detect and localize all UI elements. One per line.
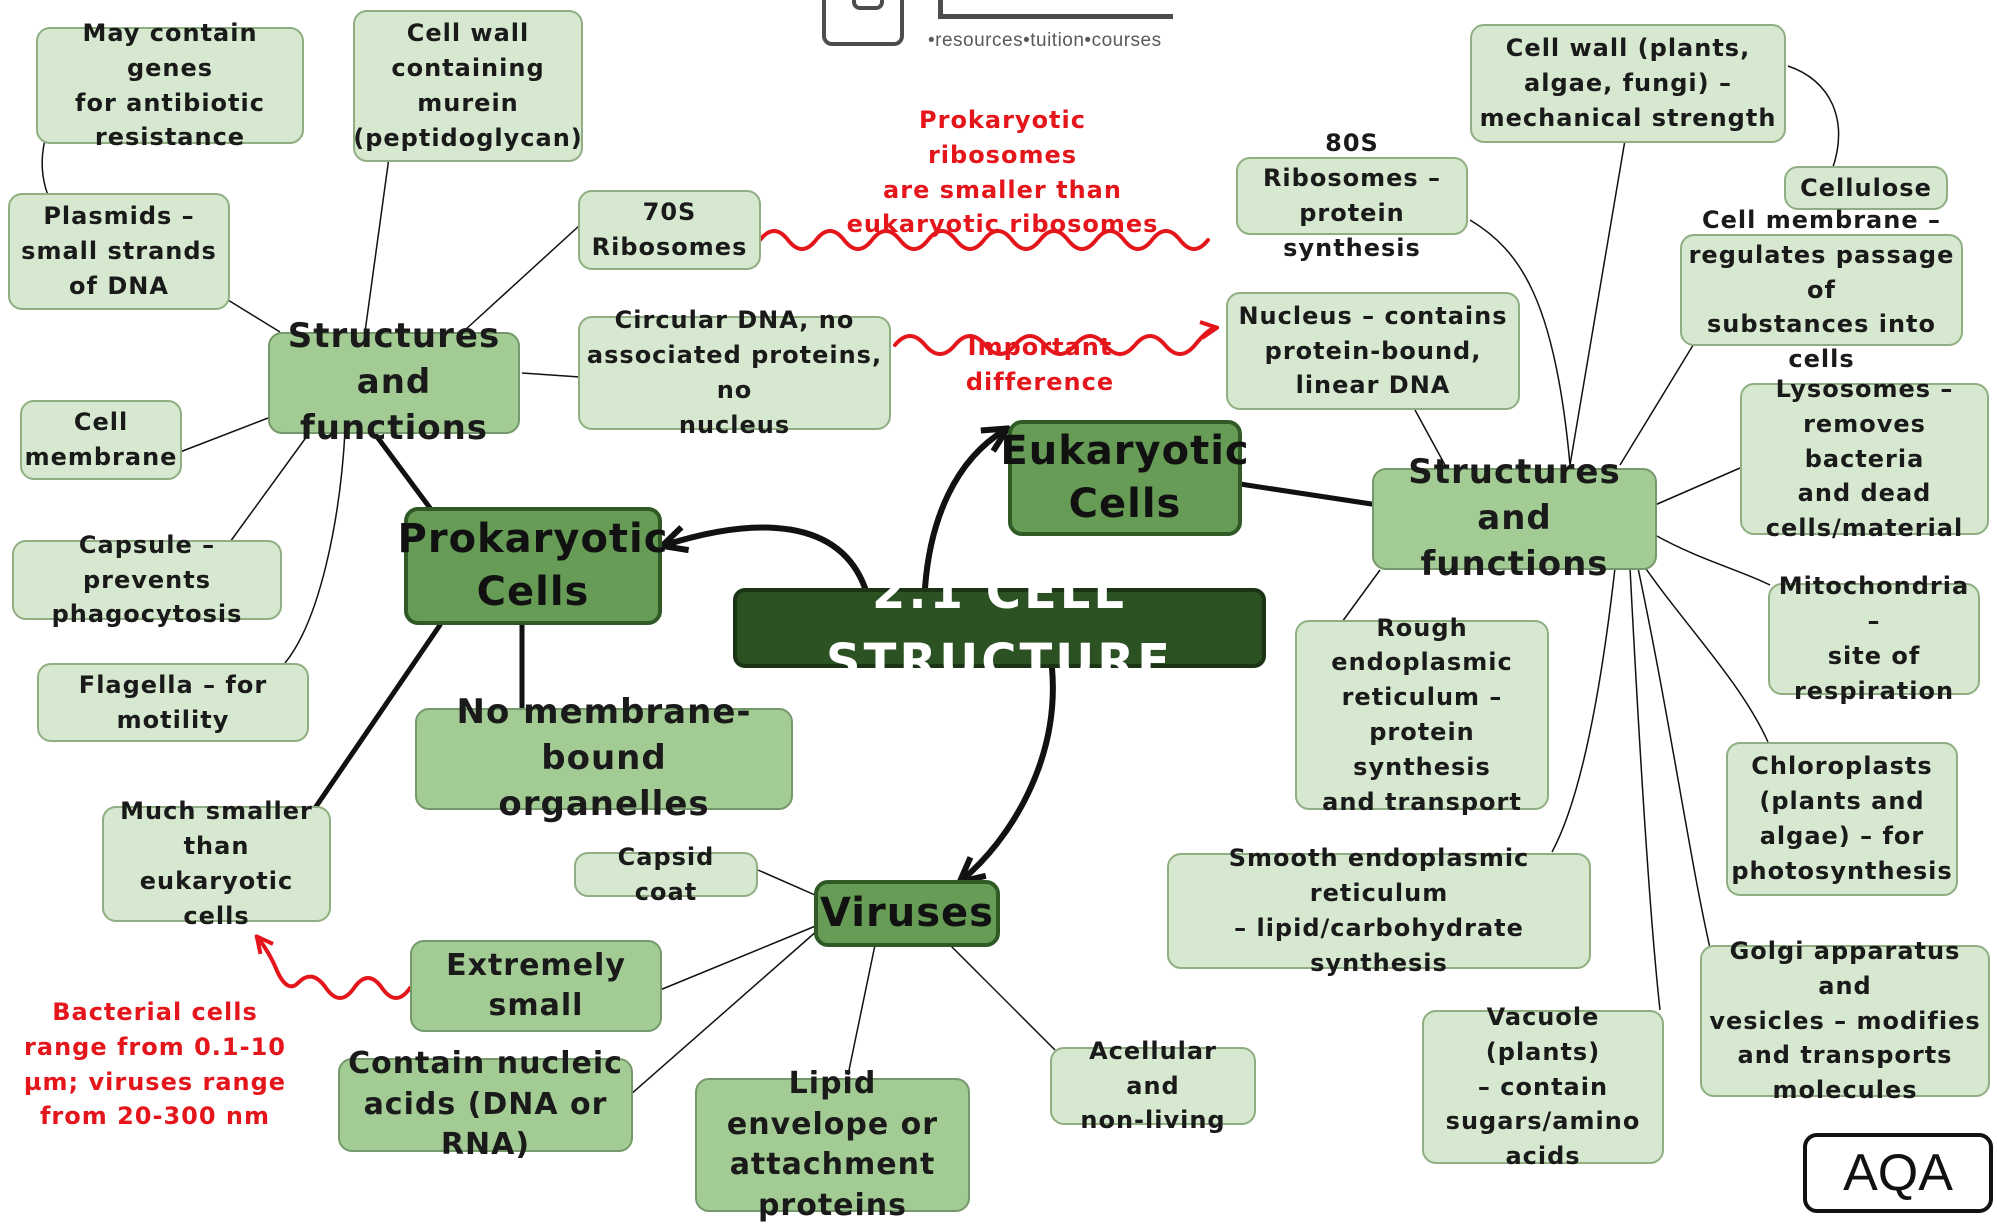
root-node: 2.1 CELL STRUCTURE	[733, 564, 1266, 690]
prokaryotic-cell-membrane-node: Cell membrane	[20, 400, 182, 480]
smooth-er-node: Smooth endoplasmic reticulum – lipid/car…	[1167, 844, 1591, 977]
lipid-envelope-node: Lipid envelope or attachment proteins	[695, 1066, 970, 1223]
golgi-node: Golgi apparatus and vesicles – modifies …	[1700, 937, 1990, 1104]
logo-letters-icon	[938, 0, 1173, 19]
eukaryotic-cell-membrane-node: Cell membrane – regulates passage of sub…	[1680, 206, 1963, 373]
nucleus-node: Nucleus – contains protein-bound, linear…	[1226, 292, 1520, 410]
viruses-node: Viruses	[814, 880, 1000, 947]
ribosome-comparison-note: Prokaryotic ribosomes are smaller than e…	[846, 106, 1159, 239]
extremely-small-node: Extremely small	[410, 940, 662, 1032]
no-membrane-bound-organelles-node: No membrane-bound organelles	[415, 692, 793, 824]
logo-mark-icon	[822, 0, 904, 46]
pmt-logo: •resources•tuition•courses	[818, 0, 1178, 62]
root-to-eukaryotic-arrow	[922, 430, 1005, 591]
acellular-node: Acellular and non-living	[1050, 1037, 1256, 1134]
eukaryotic-cell-wall-node: Cell wall (plants, algae, fungi) – mecha…	[1470, 24, 1786, 143]
cellulose-node: Cellulose	[1784, 166, 1948, 210]
root-to-viruses-arrow	[962, 665, 1056, 880]
rough-er-node: Rough endoplasmic reticulum – protein sy…	[1295, 614, 1549, 816]
much-smaller-node: Much smaller than eukaryotic cells	[102, 797, 331, 930]
ribosomes-80s-node: 80S Ribosomes – protein synthesis	[1236, 129, 1468, 262]
vacuole-node: Vacuole (plants) – contain sugars/amino …	[1422, 1003, 1664, 1170]
size-comparison-squiggle	[258, 938, 412, 1000]
contain-nucleic-acids-node: Contain nucleic acids (DNA or RNA)	[338, 1046, 633, 1162]
branch-links	[41, 65, 1840, 1096]
prokaryotic-cell-wall-node: Cell wall containing murein (peptidoglyc…	[353, 10, 583, 162]
ribosomes-70s-node: 70S Ribosomes	[578, 190, 761, 270]
eukaryotic-structures-node: Structures and functions	[1372, 452, 1657, 584]
plasmids-node: Plasmids – small strands of DNA	[8, 193, 230, 310]
chloroplasts-node: Chloroplasts (plants and algae) – for ph…	[1726, 742, 1958, 896]
main-arrows	[665, 430, 1056, 880]
lysosomes-node: Lysosomes – removes bacteria and dead ce…	[1740, 375, 1989, 542]
size-range-note: Bacterial cells range from 0.1-10 µm; vi…	[23, 998, 287, 1131]
logo-tagline: •resources•tuition•courses	[928, 30, 1162, 51]
aqa-badge: AQA	[1803, 1133, 1993, 1213]
flagella-node: Flagella – for motility	[37, 663, 309, 742]
dna-difference-squiggle	[893, 328, 1215, 356]
heavy-links	[312, 431, 1381, 811]
ribosome-comparison-squiggle	[758, 229, 1210, 251]
eukaryotic-cells-node: Eukaryotic Cells	[1000, 420, 1249, 536]
capsule-node: Capsule – prevents phagocytosis	[12, 531, 282, 628]
root-to-prokaryotic-arrow	[665, 524, 868, 591]
capsid-coat-node: Capsid coat	[574, 843, 758, 906]
prokaryotic-structures-node: Structures and functions	[268, 316, 520, 448]
antibiotic-genes-node: May contain genes for antibiotic resista…	[36, 19, 304, 151]
circular-dna-node: Circular DNA, no associated proteins, no…	[578, 306, 891, 439]
important-difference-note: Important difference	[965, 333, 1115, 396]
mitochondria-node: Mitochondria – site of respiration	[1768, 572, 1980, 705]
prokaryotic-cells-node: Prokaryotic Cells	[398, 507, 667, 625]
annotation-arrows	[258, 229, 1215, 1000]
